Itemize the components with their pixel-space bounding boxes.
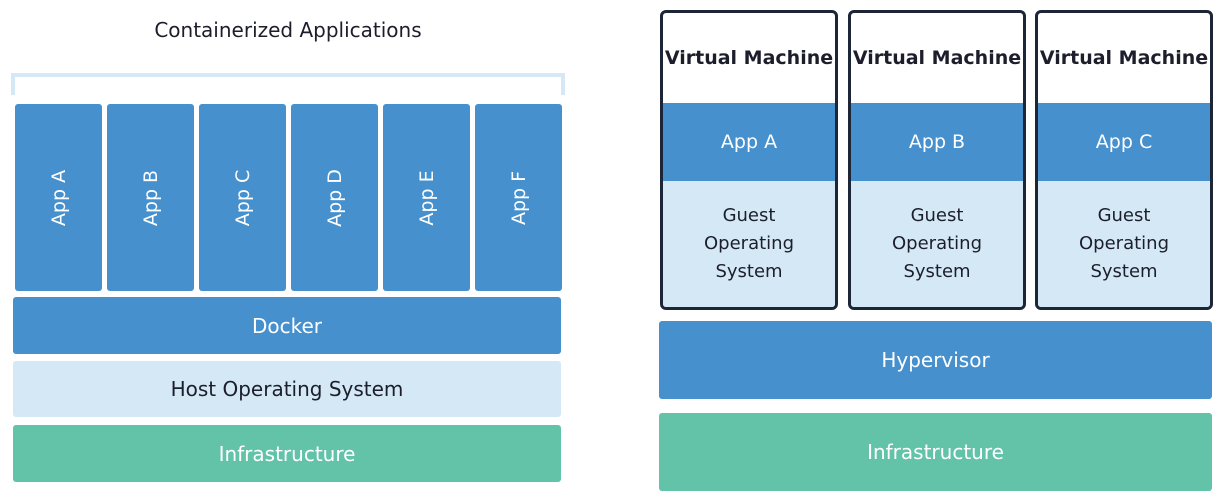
vm-os-line: System (903, 261, 971, 282)
containerized-title: Containerized Applications (154, 18, 422, 42)
infrastructure-layer-left: Infrastructure (13, 425, 561, 482)
vm-app: App B (851, 103, 1023, 181)
vm-os-line: Operating (892, 233, 982, 254)
host-os-layer: Host Operating System (13, 361, 561, 417)
container-app-b: App B (107, 104, 194, 291)
container-app-a: App A (15, 104, 102, 291)
container-app-c: App C (199, 104, 286, 291)
container-app-e: App E (383, 104, 470, 291)
container-app-label: App C (231, 169, 254, 226)
vm-app: App C (1038, 103, 1210, 181)
vm-os-line: System (715, 261, 783, 282)
container-app-d: App D (291, 104, 378, 291)
vm-os-line: Operating (1079, 233, 1169, 254)
vm-os-line: Operating (704, 233, 794, 254)
virtual-machine-2: Virtual Machine App B Guest Operating Sy… (848, 10, 1026, 310)
container-app-f: App F (475, 104, 562, 291)
virtual-machine-3: Virtual Machine App C Guest Operating Sy… (1035, 10, 1213, 310)
hypervisor-layer: Hypervisor (659, 321, 1212, 399)
docker-layer: Docker (13, 297, 561, 354)
docker-label: Docker (251, 313, 323, 338)
container-app-label: App E (415, 169, 438, 226)
vm-guest-os: Guest Operating System (663, 181, 835, 307)
vm-os-line: Guest (1097, 205, 1151, 226)
vm-app: App A (663, 103, 835, 181)
host-os-label: Host Operating System (170, 377, 404, 401)
vm-guest-os: Guest Operating System (1038, 181, 1210, 307)
container-bracket (11, 73, 565, 95)
infrastructure-label: Infrastructure (218, 441, 356, 466)
container-app-label: App D (323, 168, 346, 227)
vm-title: Virtual Machine (1039, 47, 1209, 69)
vm-title: Virtual Machine (852, 47, 1022, 69)
container-app-label: App F (507, 170, 530, 225)
vm-os-line: System (1090, 261, 1158, 282)
vm-guest-os: Guest Operating System (851, 181, 1023, 307)
infrastructure-label: Infrastructure (867, 440, 1004, 464)
infrastructure-layer-right: Infrastructure (659, 413, 1212, 491)
hypervisor-label: Hypervisor (881, 348, 990, 372)
container-app-label: App A (47, 169, 70, 226)
vm-title: Virtual Machine (664, 47, 834, 69)
virtual-machine-1: Virtual Machine App A Guest Operating Sy… (660, 10, 838, 310)
vm-os-line: Guest (722, 205, 776, 226)
container-app-label: App B (139, 169, 162, 226)
vm-os-line: Guest (910, 205, 964, 226)
